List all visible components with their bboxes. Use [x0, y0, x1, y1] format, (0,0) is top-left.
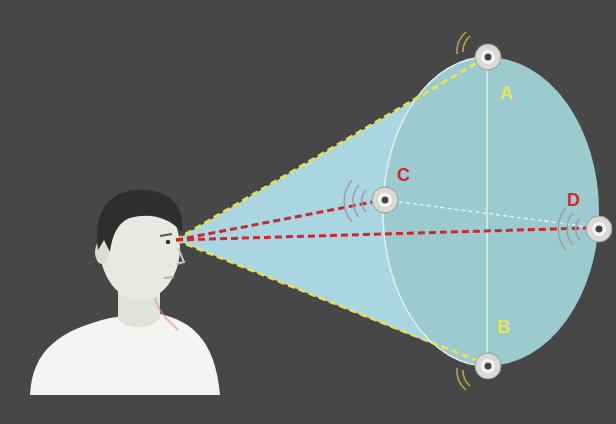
listening-cone	[176, 57, 487, 366]
speaker-b	[457, 353, 501, 390]
neck-line	[155, 298, 178, 330]
eyebrow	[160, 234, 172, 236]
eye	[166, 240, 170, 244]
speaker-d	[558, 208, 612, 250]
speaker-letter: D	[567, 191, 580, 209]
mouth	[164, 277, 174, 278]
sight-lines	[176, 62, 588, 361]
sight-line-d	[176, 228, 588, 240]
speaker-disc	[487, 57, 599, 366]
shoulders	[30, 312, 220, 395]
nose	[176, 248, 184, 264]
vertical-axis	[486, 57, 487, 366]
sight-line-a	[176, 62, 478, 240]
speaker-letter: A	[500, 84, 513, 102]
speaker-c	[344, 180, 398, 222]
speaker-letter: B	[497, 318, 510, 336]
speaker-a	[457, 32, 501, 70]
hair	[97, 190, 182, 252]
speaker-letter: C	[397, 166, 410, 184]
sight-line-b	[176, 240, 478, 361]
horizontal-axis	[385, 200, 598, 228]
